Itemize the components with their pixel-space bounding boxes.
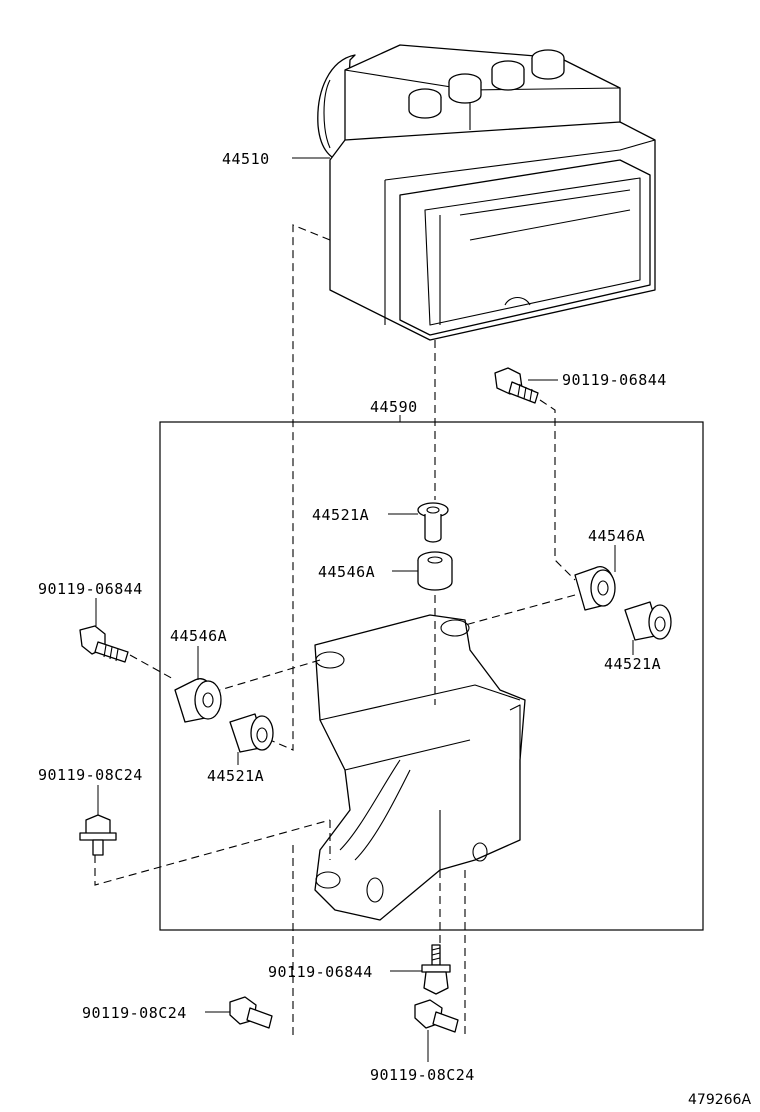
part-label-collar-right[interactable]: 44521A — [604, 655, 661, 673]
bolt-bottom-right[interactable] — [414, 999, 459, 1033]
part-label-cushion-right[interactable]: 44546A — [588, 527, 645, 545]
figure-reference: 479266A — [688, 1092, 751, 1108]
part-label-collar-left[interactable]: 44521A — [207, 767, 264, 785]
part-label-bolt-bottom-left[interactable]: 90119-08C24 — [82, 1004, 187, 1022]
cushion-left[interactable] — [174, 678, 222, 723]
collar-left[interactable] — [229, 713, 274, 753]
part-label-44590[interactable]: 44590 — [370, 398, 418, 416]
part-label-collar-top[interactable]: 44521A — [312, 506, 369, 524]
bolt-top-right[interactable] — [494, 367, 539, 404]
part-label-44510[interactable]: 44510 — [222, 150, 270, 168]
part-label-bolt-bottom-right[interactable]: 90119-08C24 — [370, 1066, 475, 1084]
collar-top[interactable] — [417, 502, 449, 543]
abs-actuator-assembly[interactable] — [317, 44, 656, 341]
bolt-left-lower[interactable] — [79, 814, 117, 856]
bolt-bottom-left[interactable] — [229, 996, 273, 1029]
part-label-bolt-bottom-center[interactable]: 90119-06844 — [268, 963, 373, 981]
bolt-left[interactable] — [79, 625, 129, 663]
part-label-bolt-left[interactable]: 90119-06844 — [38, 580, 143, 598]
collar-right[interactable] — [624, 601, 672, 641]
part-label-cushion-left[interactable]: 44546A — [170, 627, 227, 645]
actuator-bracket[interactable] — [314, 614, 526, 921]
bracket-assembly-frame — [159, 421, 704, 931]
cushion-right[interactable] — [574, 566, 616, 611]
part-label-bolt-left-lower[interactable]: 90119-08C24 — [38, 766, 143, 784]
part-label-cushion-top[interactable]: 44546A — [318, 563, 375, 581]
part-label-bolt-top-right[interactable]: 90119-06844 — [562, 371, 667, 389]
alignment-dashed-lines — [94, 224, 576, 1040]
cushion-top[interactable] — [417, 551, 453, 591]
bolt-bottom-center[interactable] — [421, 944, 451, 995]
